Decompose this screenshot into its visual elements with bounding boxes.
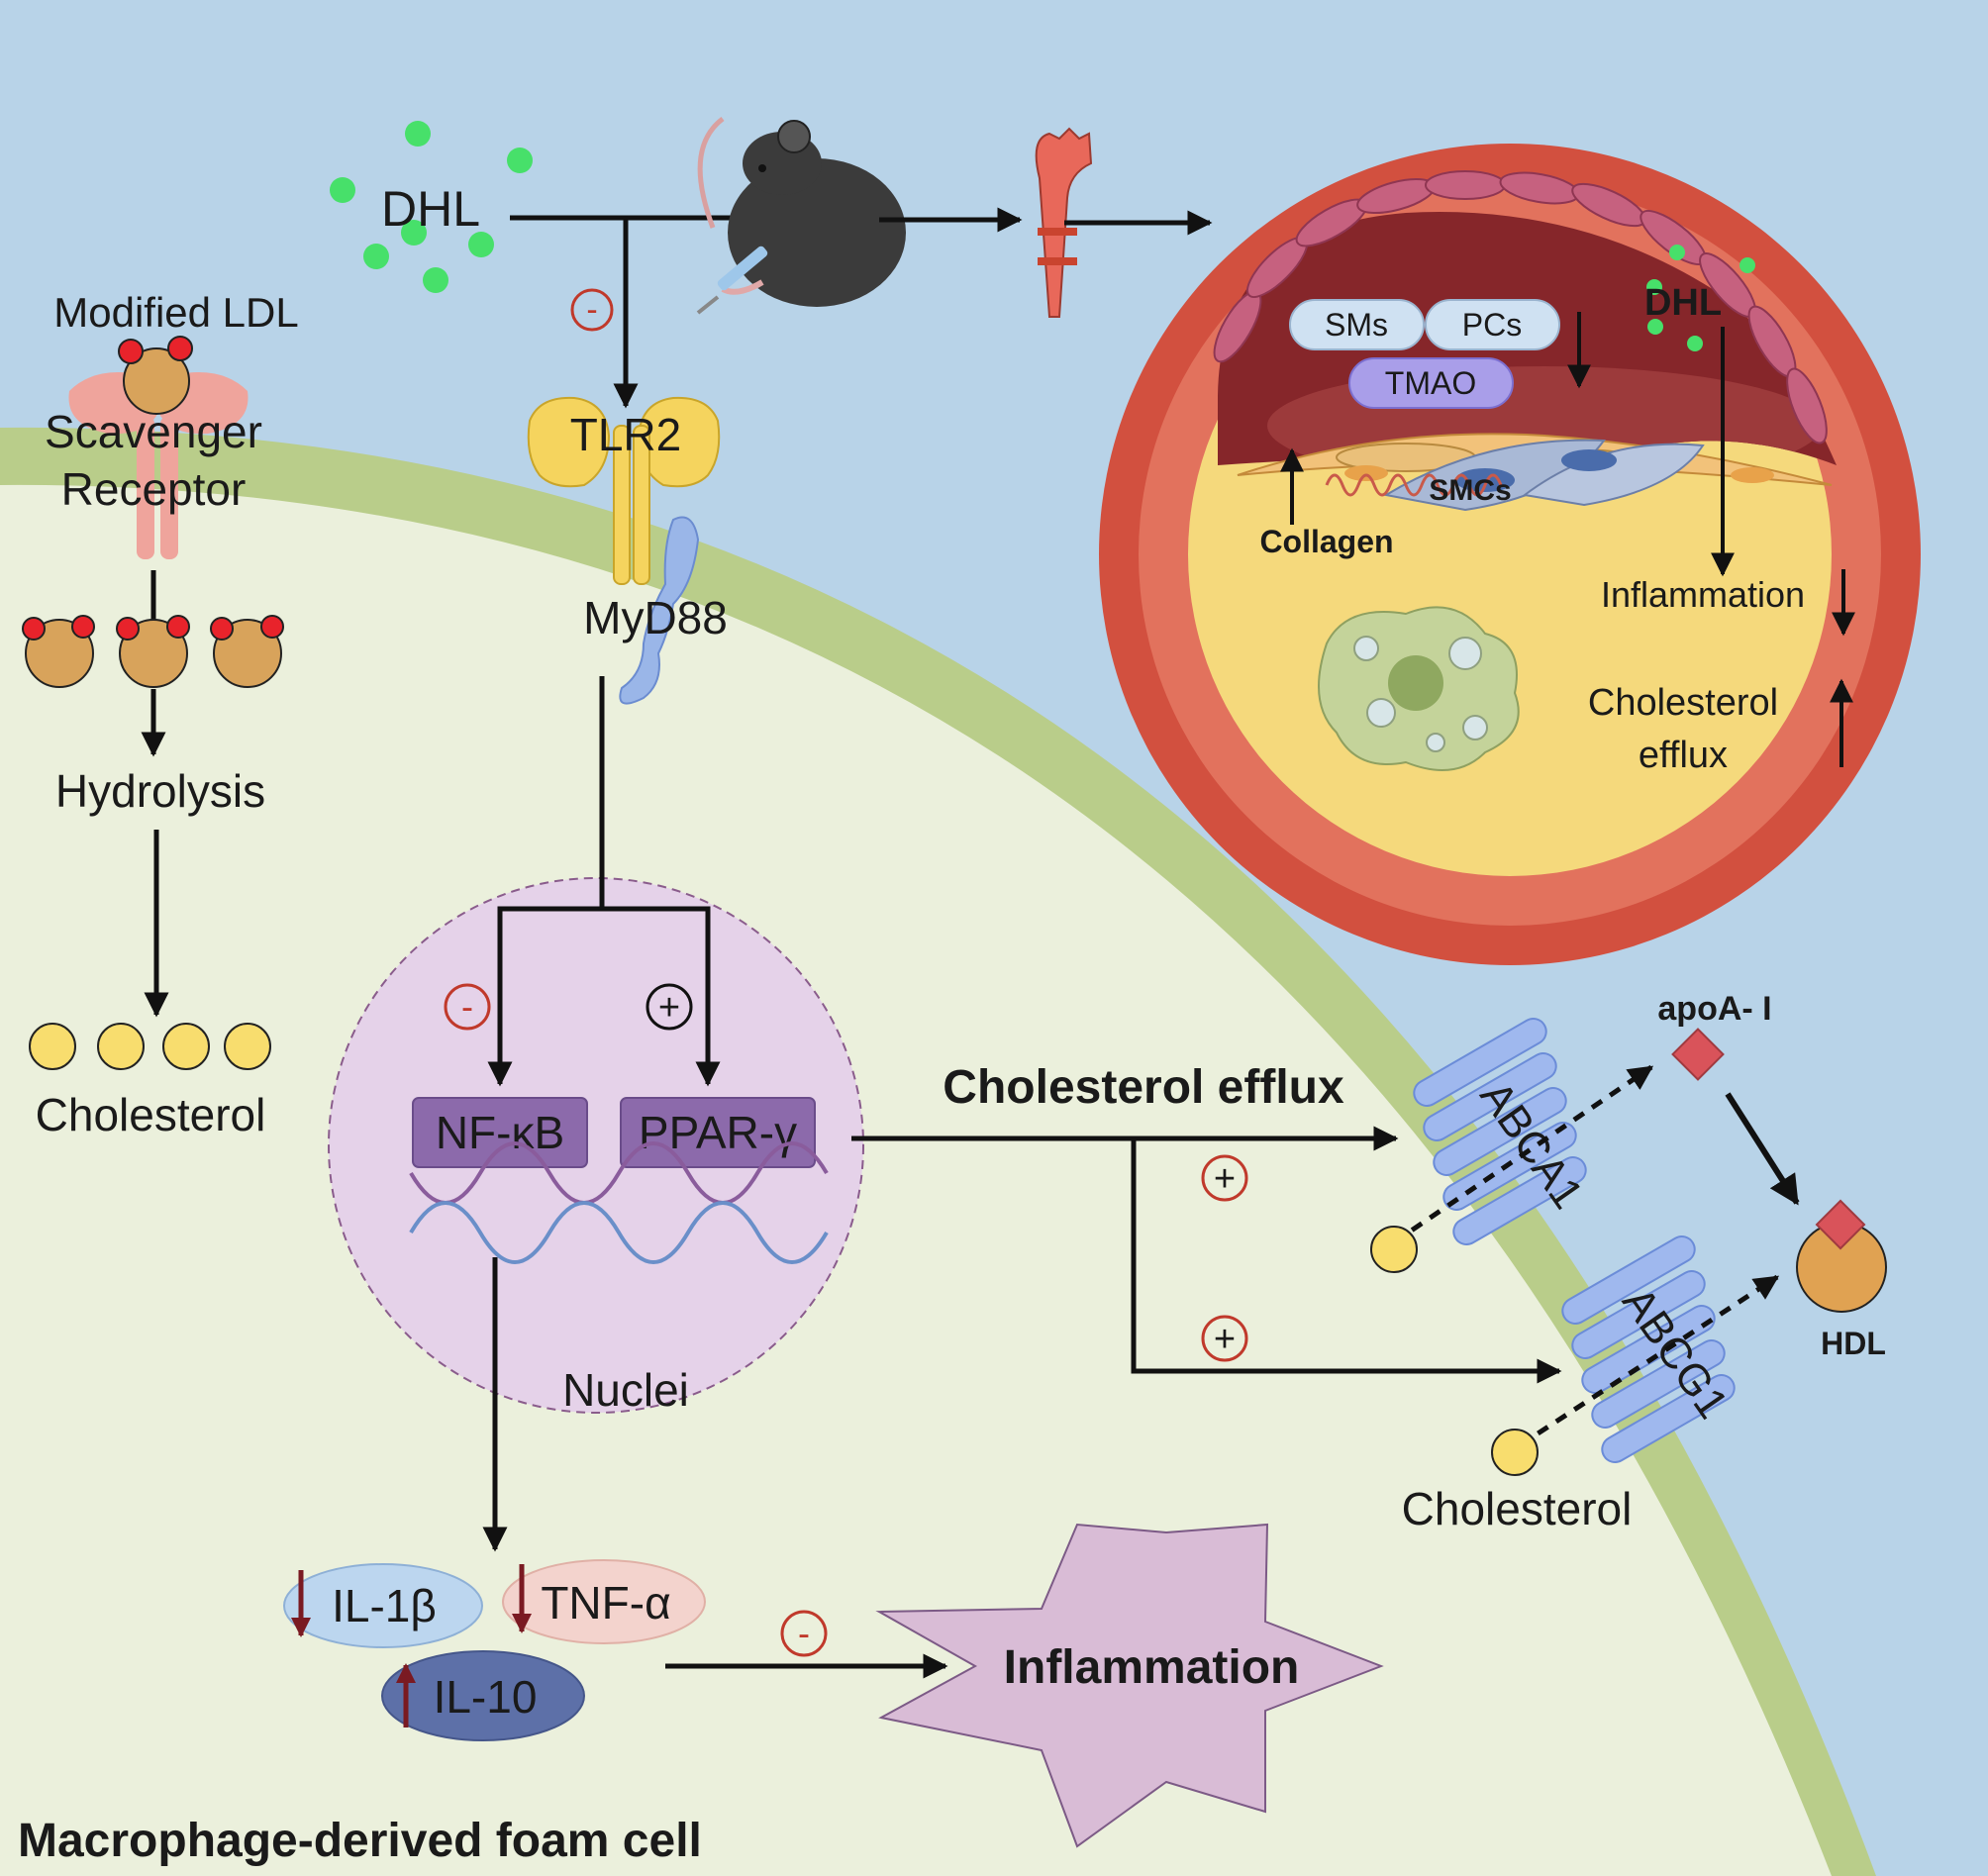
cholesterol-efflux-label: Cholesterol efflux: [943, 1061, 1344, 1114]
aorta-icon: [1035, 127, 1093, 318]
myd88-label: MyD88: [583, 592, 728, 643]
myd88-protein-icon: [619, 516, 700, 705]
tmao-label: TMAO: [1385, 365, 1476, 401]
plus-sign-abcg1: [1201, 1315, 1248, 1362]
pcs-pill: [1425, 299, 1560, 350]
scavenger-label: Scavenger: [45, 406, 262, 457]
hydrolysis-label: Hydrolysis: [55, 765, 265, 817]
inflammation-star: [875, 1523, 1384, 1848]
dna-helix: [409, 1141, 829, 1264]
artery-inflammation-label: Inflammation: [1601, 574, 1805, 615]
scavenger-receptor-icon: [68, 336, 248, 559]
apoa1-label: apoA- I: [1657, 990, 1771, 1028]
tnfa-label: TNF-α: [541, 1577, 670, 1629]
cholesterol-abcg1: [1491, 1429, 1539, 1476]
artery-efflux-label: efflux: [1639, 735, 1728, 776]
abcg1-transporter-icon: [1561, 1235, 1736, 1463]
il1b-ellipse: [283, 1563, 483, 1648]
dhl-dots: [330, 121, 533, 293]
collagen-fiber: [1325, 473, 1503, 497]
cholesterol-right-label: Cholesterol: [1402, 1483, 1633, 1534]
minus-sign-nfkb: [444, 983, 491, 1031]
ldl-particles: [22, 615, 284, 688]
ppar-to-abcg1-arrow: [1131, 1138, 1562, 1384]
il1b-label: IL-1β: [332, 1580, 437, 1631]
dhl-label: DHL: [381, 181, 480, 237]
media-cells: [1213, 170, 1828, 444]
minus-sign-inflammation: [780, 1610, 828, 1657]
nuclei-label: Nuclei: [562, 1364, 689, 1416]
minus-sign-tlr2: [570, 288, 614, 332]
smcs-label: SMCs: [1429, 474, 1511, 507]
tlr2-label: TLR2: [570, 409, 681, 460]
cholesterol-particles: [29, 1023, 271, 1070]
hdl-apoa1-icon: [1815, 1199, 1866, 1250]
artery-dhl-dots: [1646, 245, 1755, 351]
tlr2-receptor-icon: [527, 396, 721, 585]
artery-cholesterol-label: Cholesterol: [1588, 682, 1778, 724]
modified-ldl-label: Modified LDL: [53, 289, 298, 336]
il10-ellipse: [381, 1650, 585, 1741]
plus-sign-abcg1-text: +: [1214, 1319, 1236, 1360]
plus-sign-abca1-text: +: [1214, 1158, 1236, 1200]
cytoplasm: [0, 484, 1832, 1876]
inflammation-star-label: Inflammation: [1004, 1641, 1300, 1694]
hdl-label: HDL: [1821, 1326, 1886, 1361]
foam-cell-label: Macrophage-derived foam cell: [18, 1815, 702, 1867]
plus-sign-ppar: [646, 983, 693, 1031]
tnfa-ellipse: [502, 1559, 706, 1644]
sms-label: SMs: [1325, 307, 1388, 343]
tmao-pill: [1348, 357, 1514, 409]
pcs-label: PCs: [1462, 307, 1522, 343]
smc-cells: [1237, 433, 1833, 512]
cholesterol-abca1: [1370, 1226, 1418, 1273]
minus-sign-nfkb-text: -: [461, 986, 473, 1027]
abca1-dashed-arrow: [1392, 1064, 1654, 1245]
artery-cross-section: SMs PCs TMAO DHL SMCs Collagen Inflammat…: [1099, 144, 1921, 965]
cholesterol-left-label: Cholesterol: [36, 1089, 266, 1140]
minus-sign-tlr2-text: -: [586, 291, 597, 329]
apoa1-icon: [1671, 1028, 1725, 1081]
abcg1-dashed-arrow: [1518, 1274, 1780, 1448]
minus-sign-inflammation-text: -: [798, 1613, 810, 1653]
ppar-label: PPAR-γ: [639, 1107, 797, 1158]
mouse-icon: [696, 117, 906, 315]
apoa1-to-hdl-arrow: [1725, 1092, 1800, 1206]
receptor-label: Receptor: [61, 463, 247, 515]
plus-sign-abca1: [1201, 1154, 1248, 1202]
collagen-label: Collagen: [1259, 524, 1393, 559]
nucleus: [328, 877, 864, 1414]
nfkb-box: [412, 1097, 588, 1168]
sms-pill: [1289, 299, 1425, 350]
il10-label: IL-10: [434, 1671, 538, 1723]
plus-sign-ppar-text: +: [658, 987, 680, 1029]
plaque-foam-cell: [1318, 606, 1520, 771]
artery-dhl-label: DHL: [1644, 282, 1722, 324]
